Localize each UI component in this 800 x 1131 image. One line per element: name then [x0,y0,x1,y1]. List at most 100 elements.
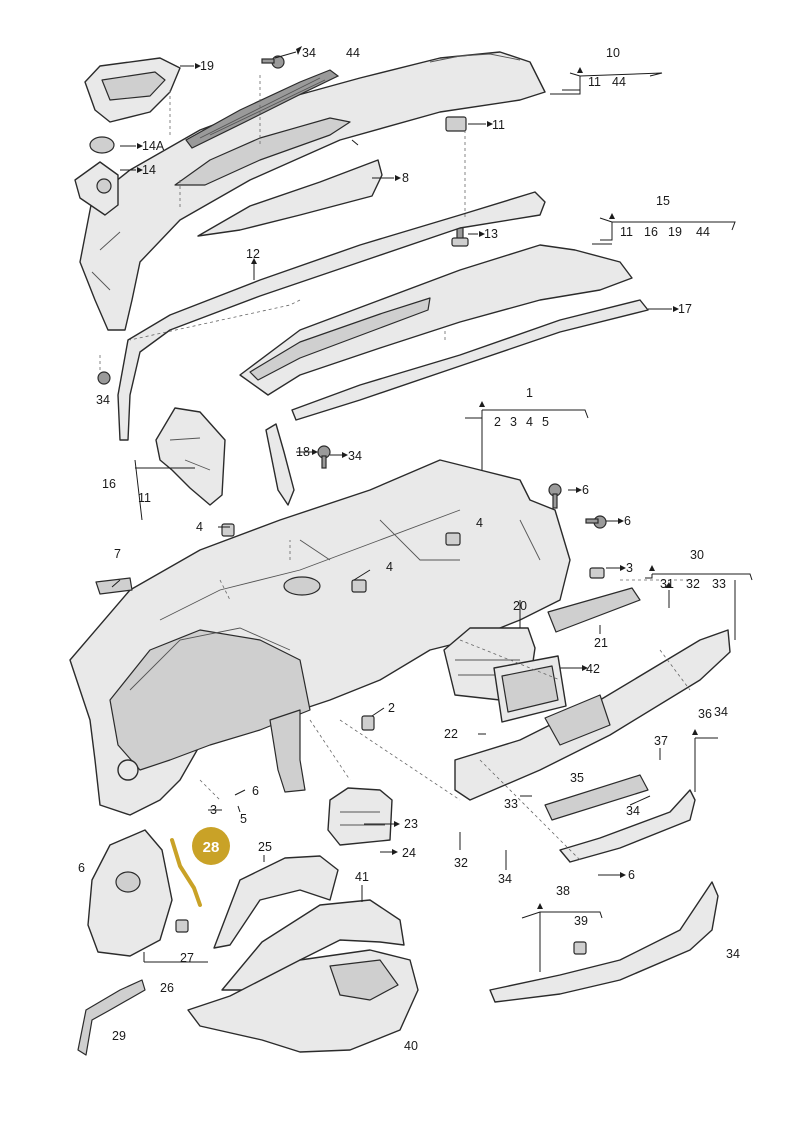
callout-36: 36 [698,707,712,721]
cap-14A [89,136,115,154]
callout-15-sub-4: 44 [696,225,710,239]
callout-12: 12 [246,247,260,261]
callout-32-low: 32 [454,856,468,870]
clip-2 [361,715,375,731]
side-bracket-16 [155,407,226,506]
clip-39 [573,941,587,955]
clip-4b [445,532,461,546]
right-trim-panel-30 [454,629,731,801]
callout-15: 15 [656,194,670,208]
callout-37: 37 [654,734,668,748]
highlighted-part-28 [170,838,202,907]
callout-23: 23 [404,817,418,831]
callout-1-sub-4: 5 [542,415,549,429]
callout-29: 29 [112,1029,126,1043]
clip-3a [589,567,605,579]
callout-34-bottom: 34 [498,872,512,886]
callout-6-d: 6 [78,861,85,875]
highlight-badge-28: 28 [192,827,230,865]
trim-36 [559,789,696,863]
callout-6-c: 6 [252,784,259,798]
callout-20: 20 [513,599,527,613]
bracket-7 [95,577,133,595]
callout-5: 5 [240,812,247,826]
callout-2: 2 [388,701,395,715]
strip-17 [291,299,649,421]
callout-40: 40 [404,1039,418,1053]
trim-strip-21 [547,587,641,633]
callout-6-a: 6 [582,483,589,497]
callout-21: 21 [594,636,608,650]
callout-41: 41 [355,870,369,884]
callout-34-mid: 34 [348,449,362,463]
callout-31: 31 [660,577,674,591]
trim-panel-8 [197,159,383,237]
bracket-18 [265,423,295,506]
callout-44: 44 [346,46,360,60]
callout-1: 1 [526,386,533,400]
highlight-badge-label: 28 [203,839,220,856]
vent-surround [84,57,181,123]
callout-10: 10 [606,46,620,60]
screw-34c [261,55,285,69]
display-42 [493,655,567,723]
switch-bezel-14 [74,161,119,216]
callout-32: 32 [686,577,700,591]
callout-25: 25 [258,840,272,854]
callout-6-e: 6 [628,868,635,882]
callout-13: 13 [484,227,498,241]
callout-14: 14 [142,163,156,177]
callout-3-b: 3 [210,803,217,817]
callout-15-sub-2: 16 [644,225,658,239]
callout-11-b: 11 [138,491,151,505]
callout-38: 38 [556,884,570,898]
callout-14A: 14A [142,139,165,153]
callout-33-top: 33 [712,577,726,591]
callout-11-a: 11 [492,118,505,132]
callout-34-far: 34 [726,947,740,961]
screw-34a [97,371,111,385]
callout-17: 17 [678,302,692,316]
callout-24: 24 [402,846,416,860]
trim-strip-29 [77,979,146,1056]
callout-1-sub-2: 3 [510,415,517,429]
callout-16: 16 [102,477,116,491]
lower-trim-38 [489,881,719,1003]
callout-1-sub-3: 4 [526,415,533,429]
callout-labels: 10 11 44 34 44 19 11 14A 14 8 15 11 16 1… [78,46,740,1053]
leader-lines [99,51,753,972]
clip-4c [351,579,367,593]
control-unit-23 [327,787,393,846]
center-cover-15 [239,244,633,396]
screw-6b [585,515,607,529]
callout-10-sub-2: 44 [612,75,626,89]
callout-10-sub-1: 11 [588,75,601,89]
callout-34-left: 34 [96,393,110,407]
arrowheads [137,46,698,909]
callout-34-top: 34 [302,46,316,60]
switch-strip-35 [544,774,649,821]
callout-7: 7 [114,547,121,561]
screw-13 [451,221,469,247]
clip-27 [175,919,189,933]
dashboard-carrier [69,459,571,816]
callout-1-sub-1: 2 [494,415,501,429]
callout-39: 39 [574,914,588,928]
callout-33-low: 33 [504,797,518,811]
callout-6-b: 6 [624,514,631,528]
callout-19: 19 [200,59,214,73]
screw-6a [548,483,562,509]
steering-airbag-cover [87,829,173,957]
callout-34-low: 34 [626,804,640,818]
column-cover-25 [213,855,339,949]
callout-3-a: 3 [626,561,633,575]
callout-26: 26 [160,981,174,995]
screw-34b [317,445,331,469]
callout-42: 42 [586,662,600,676]
lower-column-cover-40 [187,949,419,1053]
seal-strip-12 [117,191,546,441]
callout-30: 30 [690,548,704,562]
callout-15-sub-1: 11 [620,225,633,239]
upper-dash-cover [79,51,546,331]
